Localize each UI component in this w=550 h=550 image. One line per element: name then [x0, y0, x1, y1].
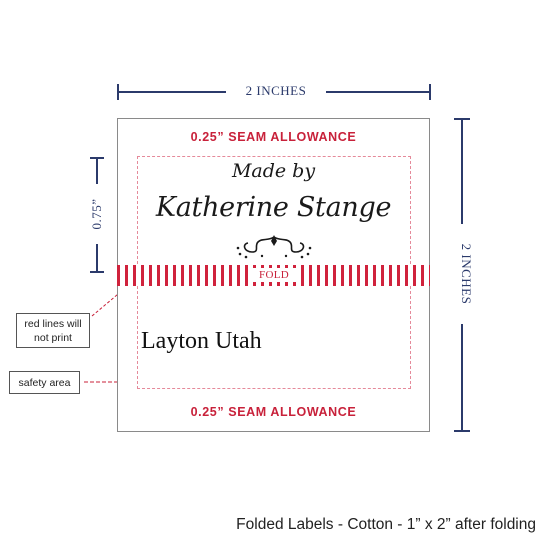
fold-label: FOLD: [252, 268, 296, 282]
height-dimension-label: 2 INCHES: [458, 224, 474, 324]
seam-allowance-bottom: 0.25” SEAM ALLOWANCE: [190, 405, 357, 419]
made-by-text: Made by: [231, 160, 316, 182]
seam-allowance-top: 0.25” SEAM ALLOWANCE: [190, 130, 357, 144]
flourish-ornament-icon: [236, 235, 312, 259]
red-lines-callout: red lines will not print: [16, 313, 90, 348]
fold-height-dimension-label: 0.75”: [89, 184, 105, 244]
safety-area-callout: safety area: [9, 371, 80, 394]
width-dimension-label: 2 INCHES: [226, 83, 326, 99]
maker-name-text: Katherine Stange: [155, 192, 392, 223]
city-text: Layton Utah: [141, 328, 262, 354]
product-description: Folded Labels - Cotton - 1” x 2” after f…: [236, 516, 536, 533]
